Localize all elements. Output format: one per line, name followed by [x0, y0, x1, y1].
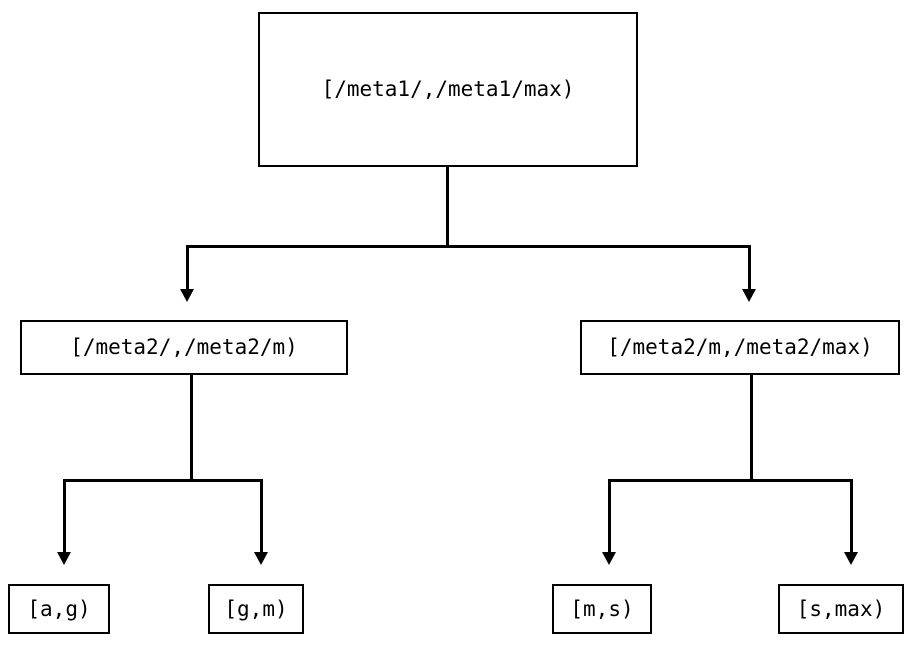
edge-mid-left-to-leaf-a-g	[63, 479, 66, 554]
edge-mid-right-stem	[750, 375, 753, 482]
arrowhead-icon-leaf-s-max	[844, 552, 858, 565]
edge-mid-left-stem	[190, 375, 193, 482]
node-root[interactable]: [/meta1/,/meta1/max)	[258, 12, 638, 167]
node-leaf-m-s[interactable]: [m,s)	[552, 584, 652, 634]
edge-mid-right-to-leaf-m-s	[608, 479, 611, 554]
arrowhead-icon-leaf-g-m	[254, 552, 268, 565]
arrowhead-icon-leaf-m-s	[602, 552, 616, 565]
node-mid-right[interactable]: [/meta2/m,/meta2/max)	[580, 320, 900, 375]
edge-mid-right-to-leaf-s-max	[850, 479, 853, 554]
edge-root-to-mid-right	[748, 245, 751, 291]
node-leaf-s-max[interactable]: [s,max)	[778, 584, 904, 634]
edge-root-bar	[186, 245, 751, 248]
arrowhead-icon-root-to-mid-right	[742, 289, 756, 302]
arrowhead-icon-root-to-mid-left	[180, 289, 194, 302]
node-leaf-a-g[interactable]: [a,g)	[8, 584, 110, 634]
edge-mid-right-bar	[608, 479, 853, 482]
node-mid-left[interactable]: [/meta2/,/meta2/m)	[20, 320, 348, 375]
arrowhead-icon-leaf-a-g	[57, 552, 71, 565]
edge-root-to-mid-left	[186, 245, 189, 291]
edge-mid-left-bar	[63, 479, 263, 482]
node-leaf-g-m[interactable]: [g,m)	[208, 584, 304, 634]
edge-mid-left-to-leaf-g-m	[260, 479, 263, 554]
edge-root-stem	[446, 167, 449, 247]
